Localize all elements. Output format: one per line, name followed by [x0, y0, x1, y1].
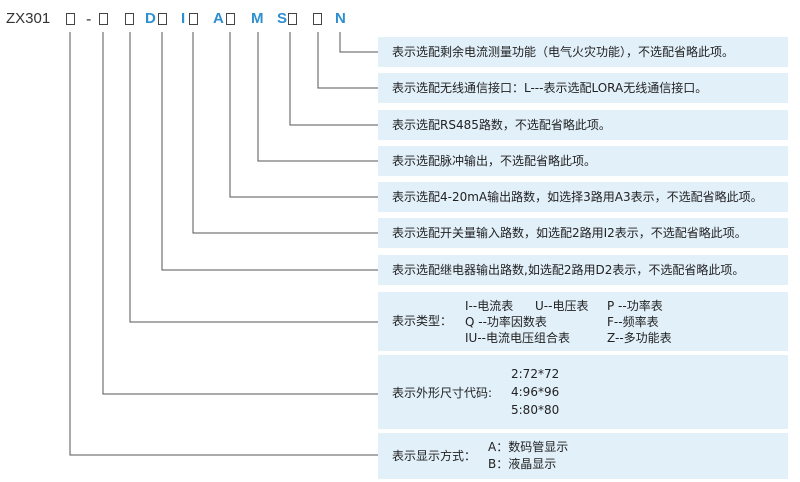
size-code-item: 5:80*80	[511, 403, 560, 417]
leader-line-type	[129, 32, 378, 323]
row-residual-current-text: 表示选配剩余电流测量功能（电气火灾功能），不选配省略此项。	[392, 45, 735, 59]
row-display-mode-label: 表示显示方式：	[392, 449, 477, 463]
row-relay-output-text: 表示选配继电器输出路数,如选配2路用D2表示，不选配省略此项。	[392, 263, 745, 277]
row-switch-input: 表示选配开关量输入路数，如选配2路用I2表示，不选配省略此项。	[378, 218, 788, 248]
code-letter-n: N	[335, 10, 346, 27]
row-wireless: 表示选配无线通信接口：L---表示选配LORA无线通信接口。	[378, 73, 788, 103]
code-letter-a: A	[213, 10, 224, 27]
leader-line-n	[339, 32, 378, 53]
meter-type-item: P --功率表	[607, 299, 663, 313]
code-box-3	[125, 13, 134, 25]
meter-type-item: I--电流表	[465, 299, 514, 313]
leader-line-i	[192, 32, 378, 234]
code-box-s	[288, 13, 297, 25]
display-mode-item: B：液晶显示	[488, 457, 557, 471]
leader-line-wireless	[317, 32, 378, 89]
leader-line-m	[257, 32, 378, 162]
leader-line-s	[289, 32, 378, 126]
code-box-2	[99, 13, 108, 25]
meter-type-item: Z--多功能表	[607, 331, 672, 345]
size-code-item: 4:96*96	[511, 385, 560, 399]
display-mode-item: A：数码管显示	[488, 440, 569, 454]
model-dash: -	[86, 10, 92, 28]
leader-line-size	[102, 32, 378, 395]
leader-line-a	[229, 32, 378, 198]
row-meter-type-label: 表示类型：	[392, 314, 453, 328]
leader-line-display	[69, 32, 378, 456]
code-letter-i: I	[181, 10, 186, 27]
row-rs485-text: 表示选配RS485路数，不选配省略此项。	[392, 118, 611, 132]
row-analog-output-text: 表示选配4-20mA输出路数，如选择3路用A3表示，不选配省略此项。	[392, 190, 763, 204]
row-relay-output: 表示选配继电器输出路数,如选配2路用D2表示，不选配省略此项。	[378, 255, 788, 285]
leader-line-d	[161, 32, 378, 271]
code-letter-d: D	[145, 10, 156, 27]
code-letter-s: S	[277, 10, 288, 27]
code-box-1	[66, 13, 75, 25]
code-box-wireless	[313, 13, 322, 25]
meter-type-item: U--电压表	[535, 299, 589, 313]
row-size-code-label: 表示外形尺寸代码:	[392, 386, 493, 400]
row-display-mode: 表示显示方式： A：数码管显示 B：液晶显示	[378, 433, 788, 479]
meter-type-item: Q --功率因数表	[465, 315, 547, 329]
row-size-code: 表示外形尺寸代码: 2:72*72 4:96*96 5:80*80	[378, 355, 788, 429]
row-analog-output: 表示选配4-20mA输出路数，如选择3路用A3表示，不选配省略此项。	[378, 182, 788, 212]
row-pulse: 表示选配脉冲输出，不选配省略此项。	[378, 146, 788, 176]
meter-type-item: F--频率表	[607, 315, 659, 329]
meter-type-item: IU--电流电压组合表	[465, 331, 570, 345]
row-rs485: 表示选配RS485路数，不选配省略此项。	[378, 110, 788, 140]
row-pulse-text: 表示选配脉冲输出，不选配省略此项。	[392, 154, 597, 168]
row-meter-type: 表示类型： I--电流表 U--电压表 P --功率表 Q --功率因数表 F-…	[378, 292, 788, 351]
model-prefix: ZX301	[6, 10, 51, 27]
code-box-a	[226, 13, 235, 25]
row-switch-input-text: 表示选配开关量输入路数，如选配2路用I2表示，不选配省略此项。	[392, 226, 747, 240]
code-box-i	[189, 13, 198, 25]
row-wireless-text: 表示选配无线通信接口：L---表示选配LORA无线通信接口。	[392, 81, 708, 95]
code-box-d	[158, 13, 167, 25]
code-letter-m: M	[251, 10, 264, 27]
size-code-item: 2:72*72	[511, 367, 560, 381]
row-residual-current: 表示选配剩余电流测量功能（电气火灾功能），不选配省略此项。	[378, 37, 788, 67]
